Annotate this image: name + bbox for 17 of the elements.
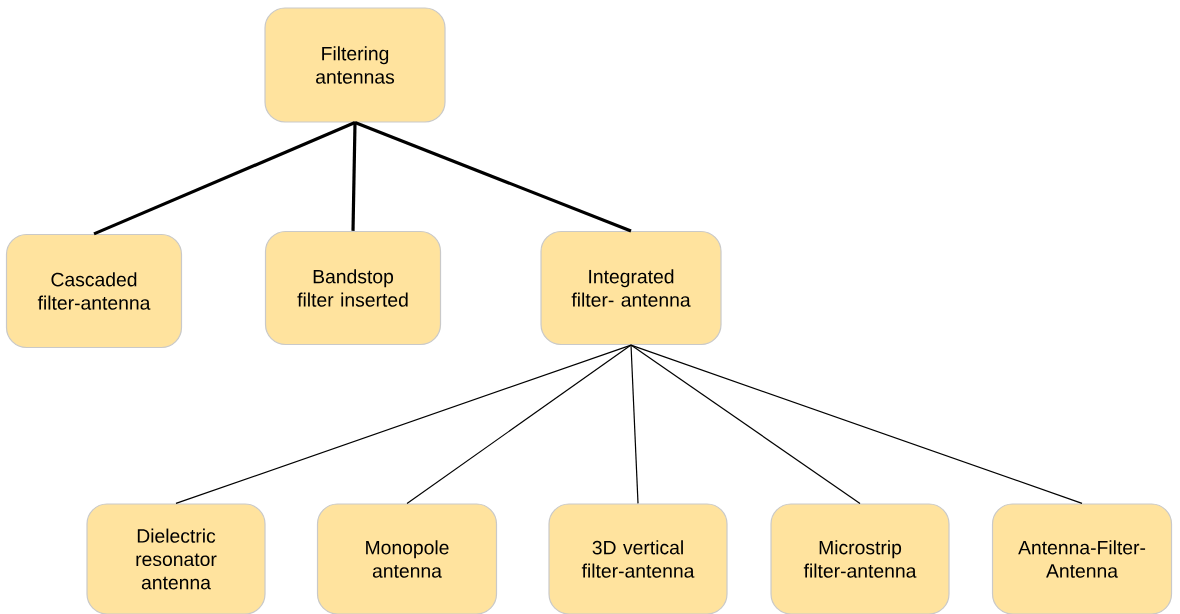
connector-line: [93, 121, 356, 236]
category-box: Dielectric resonator antenna: [86, 503, 266, 614]
connector-line: [406, 344, 632, 504]
category-box: Bandstop filter inserted: [264, 230, 442, 346]
category-box: Antenna-Filter- Antenna: [991, 503, 1173, 614]
category-box: Monopole antenna: [316, 503, 498, 614]
category-box: Cascaded filter-antenna: [5, 233, 183, 349]
connector-line: [630, 344, 1083, 504]
connector-line: [175, 344, 632, 504]
category-box: 3D vertical filter-antenna: [548, 503, 728, 614]
connector-line: [630, 344, 861, 504]
connector-line: [354, 121, 632, 233]
category-box: Filtering antennas: [264, 7, 446, 123]
category-box: Microstrip filter-antenna: [770, 503, 950, 614]
connector-line: [351, 122, 357, 231]
category-box: Integrated filter- antenna: [540, 230, 722, 346]
connector-line: [630, 344, 639, 504]
